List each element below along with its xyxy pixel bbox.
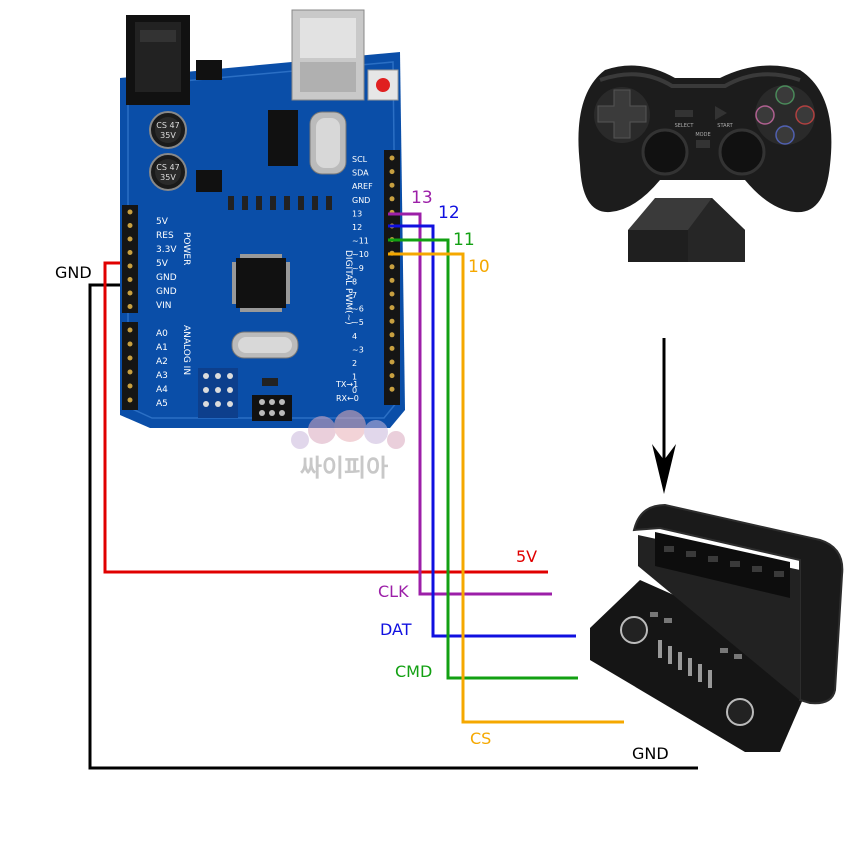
mount-hole: [726, 698, 754, 726]
label-5v: 5V: [516, 547, 537, 566]
analog-pin-label: A2: [156, 357, 168, 367]
power-pin-labels: 5V RES 3.3V 5V GND GND VIN: [156, 217, 177, 311]
pin-label-12: 12: [438, 203, 460, 223]
analog-pin-label: A3: [156, 371, 168, 381]
digital-pin-label: SCL: [352, 155, 368, 164]
digital-pin-label: SDA: [352, 169, 369, 178]
wire-clk: [388, 212, 552, 596]
pin-label-13: 13: [411, 188, 433, 208]
digital-pin-label: 2: [352, 359, 357, 368]
watermark-text: 싸이피아: [300, 454, 388, 482]
right-analog-stick: [718, 128, 766, 176]
analog-header: [122, 322, 138, 410]
wire-cs: [388, 252, 624, 724]
microcontroller-chip: [232, 254, 290, 312]
ps2-receiver-plug: [628, 198, 745, 262]
reset-button: [367, 69, 399, 101]
digital-pin-label: ~10: [352, 250, 369, 259]
arrow-down: [652, 338, 676, 494]
power-pin-label: 5V: [156, 217, 169, 227]
crystal-oscillator: [309, 111, 347, 175]
digital-pin-label: GND: [352, 196, 370, 205]
select-label: SELECT: [675, 123, 695, 129]
wire-dat: [388, 224, 576, 638]
power-pin-label: RES: [156, 231, 174, 241]
digital-pin-label: 12: [352, 223, 362, 232]
power-pin-label: 5V: [156, 259, 169, 269]
usb-connector: [291, 9, 365, 101]
analog-pin-label: A1: [156, 343, 168, 353]
power-label: POWER: [181, 232, 191, 265]
ps2-controller: SELECT MODE START: [578, 65, 832, 213]
label-dat: DAT: [380, 620, 412, 639]
ps2-socket: [632, 503, 844, 705]
svg-text:35V: 35V: [160, 131, 176, 140]
mount-hole: [620, 616, 648, 644]
left-analog-stick: [641, 128, 689, 176]
digital-header: [384, 150, 400, 405]
start-label: START: [717, 123, 733, 129]
pin-label-11: 11: [453, 230, 475, 250]
mode-label: MODE: [695, 132, 710, 138]
analog-pin-label: A4: [156, 385, 168, 395]
label-clk: CLK: [378, 582, 409, 601]
power-pin-label: GND: [156, 273, 177, 283]
analog-pin-label: A0: [156, 329, 168, 339]
power-header: [122, 205, 138, 313]
ps2-connector-module: [590, 503, 844, 752]
crystal-oscillator: [231, 331, 299, 359]
label-gnd-left: GND: [55, 263, 92, 282]
digital-pin-label: 7: [352, 291, 357, 300]
usb-chip: [268, 110, 298, 166]
digital-pin-label: 4: [352, 332, 357, 341]
digital-pin-label: ~9: [352, 264, 364, 273]
analog-label: ANALOG IN: [181, 325, 191, 375]
digital-pin-label: AREF: [352, 182, 373, 191]
watermark-logo: [291, 410, 405, 449]
power-pin-label: 3.3V: [156, 245, 177, 255]
wire-5v: [103, 261, 548, 574]
digital-pin-label: 0: [352, 386, 357, 395]
digital-pin-label: ~11: [352, 237, 369, 246]
start-button: [715, 106, 727, 120]
svg-text:CS 47: CS 47: [156, 163, 179, 172]
arduino-board: CS 47 35V CS 47 35V: [120, 9, 405, 428]
svg-text:35V: 35V: [160, 173, 176, 182]
digital-pin-labels: SCL SDA AREF GND 13 12 ~11 ~10 ~9 8 7 ~6 ~5 4 ~3 2 1 0: [352, 155, 373, 395]
wire-cmd: [388, 238, 578, 680]
svg-text:CS 47: CS 47: [156, 121, 179, 130]
dc-power-jack: [126, 15, 190, 105]
face-buttons: [755, 85, 815, 145]
analog-pin-label: A5: [156, 399, 168, 409]
label-cs: CS: [470, 729, 491, 748]
power-pin-label: GND: [156, 287, 177, 297]
digital-label: DIGITAL PWM(~): [343, 250, 353, 325]
digital-pin-label: ~6: [352, 305, 364, 314]
mode-button: [696, 140, 710, 148]
pin-label-10: 10: [468, 257, 490, 277]
digital-pin-label: 1: [352, 373, 357, 382]
capacitor: CS 47 35V: [149, 111, 187, 149]
capacitor: CS 47 35V: [149, 153, 187, 191]
select-button: [675, 110, 693, 117]
label-gnd-right: GND: [632, 744, 669, 763]
pin-header: [658, 640, 712, 688]
label-cmd: CMD: [395, 662, 432, 681]
digital-pin-label: ~5: [352, 318, 364, 327]
wires: [88, 212, 698, 770]
header-pins: [127, 155, 395, 403]
regulator-chip: [196, 60, 222, 80]
power-pin-label: VIN: [156, 301, 172, 311]
digital-pin-label: 13: [352, 209, 362, 218]
icsp-header: [252, 395, 292, 421]
tx-label: TX→1: [335, 380, 358, 389]
dpad: [594, 87, 650, 143]
digital-pin-label: ~3: [352, 345, 364, 354]
rx-label: RX←0: [336, 394, 359, 403]
regulator-chip: [196, 170, 222, 192]
digital-pin-label: 8: [352, 277, 357, 286]
